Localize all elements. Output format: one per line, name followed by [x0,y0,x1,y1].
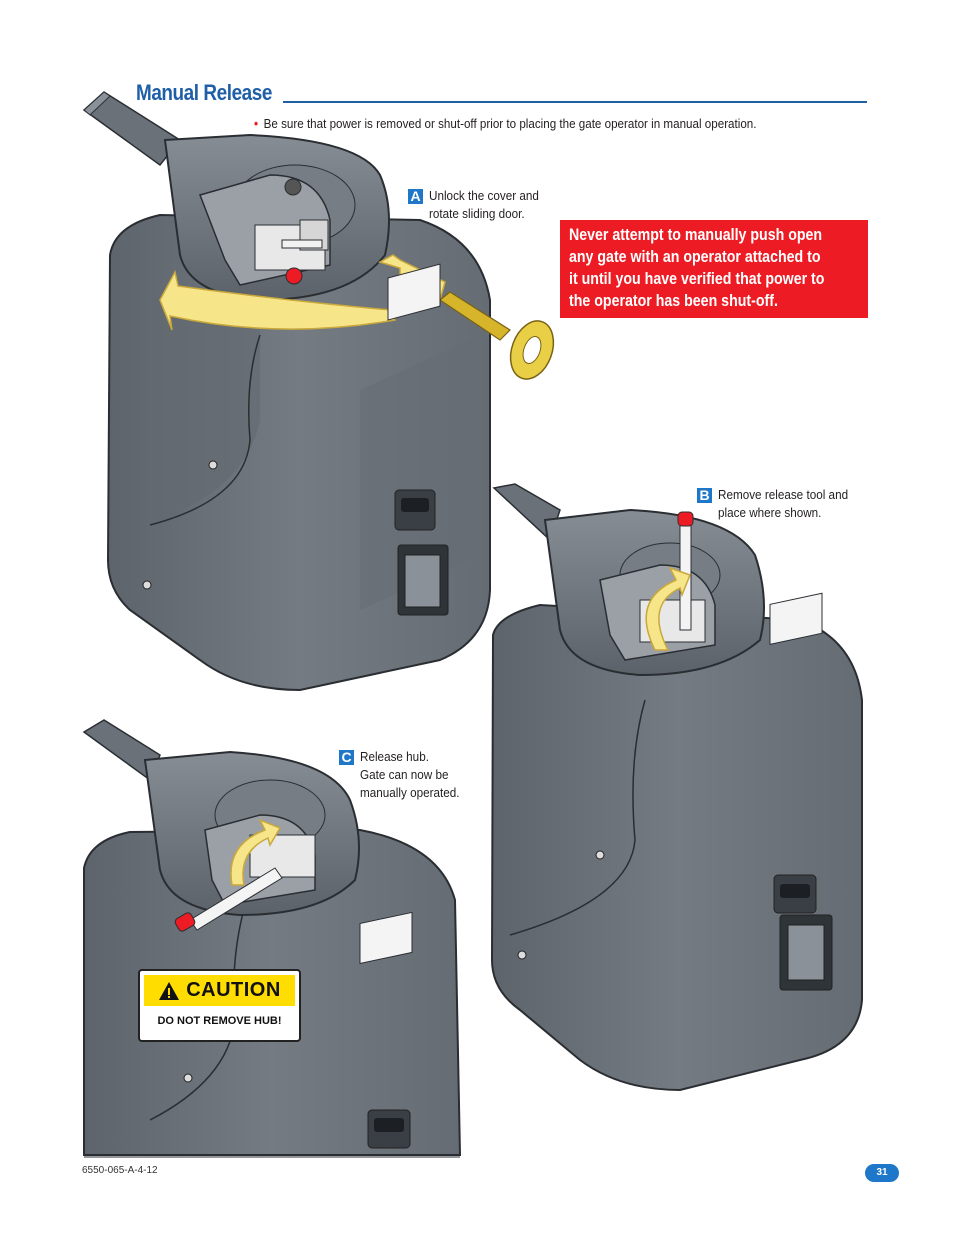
step-b-line-1: Remove release tool and [718,487,849,502]
warning-line-2: any gate with an operator attached to [569,248,821,266]
warning-line-4: the operator has been shut-off. [569,292,778,310]
warning-line-1: Never attempt to manually push open [569,226,823,244]
caution-label: CAUTION DO NOT REMOVE HUB! [138,969,301,1042]
step-c-caption: Release hub. Gate can now be manually op… [360,748,460,802]
warning-triangle-icon [159,981,180,1000]
step-b-caption: Remove release tool and place where show… [718,486,848,522]
operator-a-illustration [82,91,555,692]
operator-c-illustration [82,719,462,1158]
caution-text: DO NOT REMOVE HUB! [157,1015,282,1027]
caution-header: CAUTION [144,975,295,1006]
bullet-icon: • [254,117,259,131]
warning-line-3: it until you have verified that power to [569,270,825,288]
power-off-note-text: Be sure that power is removed or shut-of… [263,117,757,131]
step-c-badge: C [339,750,354,765]
caution-title: CAUTION [186,979,281,1001]
operator-b-illustration [490,483,863,1092]
title-rule [283,101,867,103]
warning-box: Never attempt to manually push open any … [560,220,868,318]
key-illustration [438,291,555,380]
step-a-badge: A [408,189,423,204]
step-c-line-1: Release hub. [360,749,429,764]
step-a-line-2: rotate sliding door. [429,206,525,221]
step-a-caption: Unlock the cover and rotate sliding door… [429,187,539,223]
section-title: Manual Release [136,80,272,105]
step-a-line-1: Unlock the cover and [429,188,539,203]
step-c-line-2: Gate can now be [360,767,449,782]
step-c-line-3: manually operated. [360,785,460,800]
page-number: 31 [865,1164,899,1182]
power-off-note: • Be sure that power is removed or shut-o… [254,117,757,131]
step-b-badge: B [697,488,712,503]
document-code: 6550-065-A-4-12 [82,1165,158,1176]
step-b-line-2: place where shown. [718,505,822,520]
